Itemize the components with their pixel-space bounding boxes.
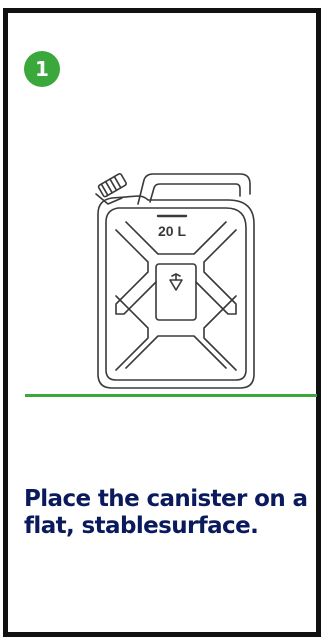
- step-number-badge: 1: [24, 51, 60, 87]
- jerry-can-icon: 20 L: [78, 164, 258, 394]
- instruction-text: Place the canister on a flat, stablesurf…: [24, 486, 320, 540]
- volume-label: 20 L: [158, 223, 186, 239]
- surface-line: [25, 394, 317, 397]
- spout-cap: [98, 173, 127, 197]
